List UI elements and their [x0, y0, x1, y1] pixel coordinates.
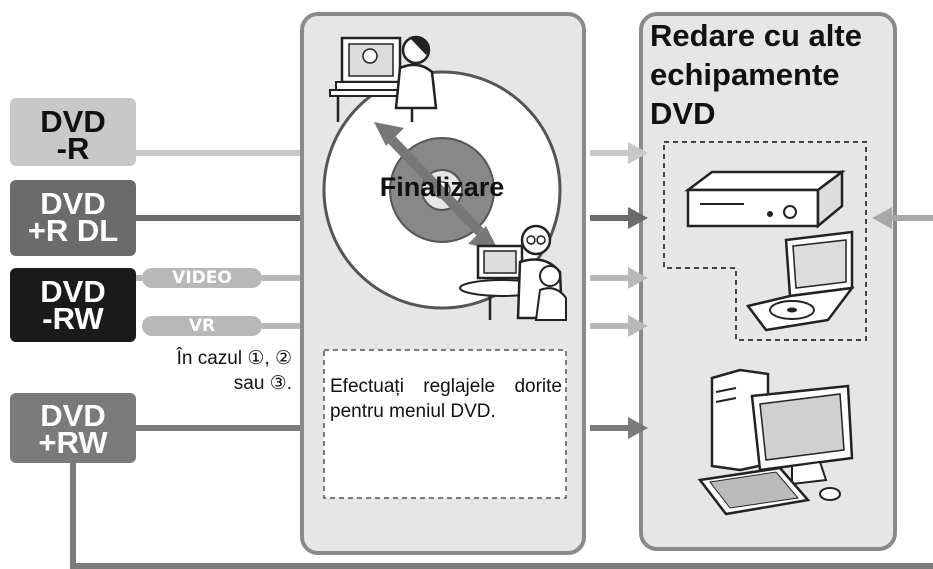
video-mode-pill: VIDEO: [142, 268, 262, 288]
dvd-rw-label: DVD -RW: [10, 274, 136, 337]
dvd-prw-line2: +RW: [38, 425, 108, 461]
dvd-rdl-box: [10, 180, 136, 256]
output-arrows: [590, 142, 648, 439]
person-monitor-icon: [329, 35, 438, 122]
dvd-prw-down-line: [70, 463, 933, 569]
menu-note-box: [323, 349, 567, 499]
dvd-prw-box: [10, 393, 136, 463]
dvd-rdl-line1: DVD: [40, 186, 106, 221]
right-panel-title-line2: echipamente: [650, 57, 840, 92]
right-panel-title: Redare cu alte echipamente DVD: [650, 16, 890, 133]
portable-dvd-icon: [745, 230, 855, 332]
mode-note-line2: sau ③.: [233, 373, 292, 394]
person-laptop-icon: [459, 224, 567, 321]
dvd-rw-line2: -RW: [42, 301, 104, 337]
finalize-arrow: [374, 122, 498, 250]
right-panel-title-line1: Redare cu alte: [650, 18, 862, 53]
dvd-rdl-line2: +R DL: [27, 213, 119, 249]
vr-mode-pill: VR: [142, 316, 262, 336]
players-box: [663, 141, 867, 341]
dvd-player-icon: [684, 169, 846, 229]
dvd-rdl-label: DVD +R DL: [10, 186, 136, 249]
mode-note-line1: În cazul ①, ②: [176, 348, 292, 369]
mode-note: În cazul ①, ② sau ③.: [136, 346, 292, 396]
dvd-rw-line1: DVD: [40, 274, 106, 309]
dvd-rw-box: [10, 268, 136, 342]
dvd-r-line1: DVD: [40, 104, 106, 139]
dvd-r-box: [10, 98, 136, 166]
dvd-r-label: DVD -R: [10, 104, 136, 167]
right-panel-title-line3: DVD: [650, 96, 716, 131]
finalize-label: Finalizare: [379, 172, 505, 202]
dvd-r-line2: -R: [56, 131, 90, 167]
incoming-arrow: [872, 207, 933, 229]
dvd-prw-label: DVD +RW: [10, 398, 136, 461]
computer-icon: [697, 368, 854, 516]
menu-note-text: Efectuați reglajele dorite pentru meniul…: [330, 376, 562, 422]
dvd-prw-line1: DVD: [40, 398, 106, 433]
